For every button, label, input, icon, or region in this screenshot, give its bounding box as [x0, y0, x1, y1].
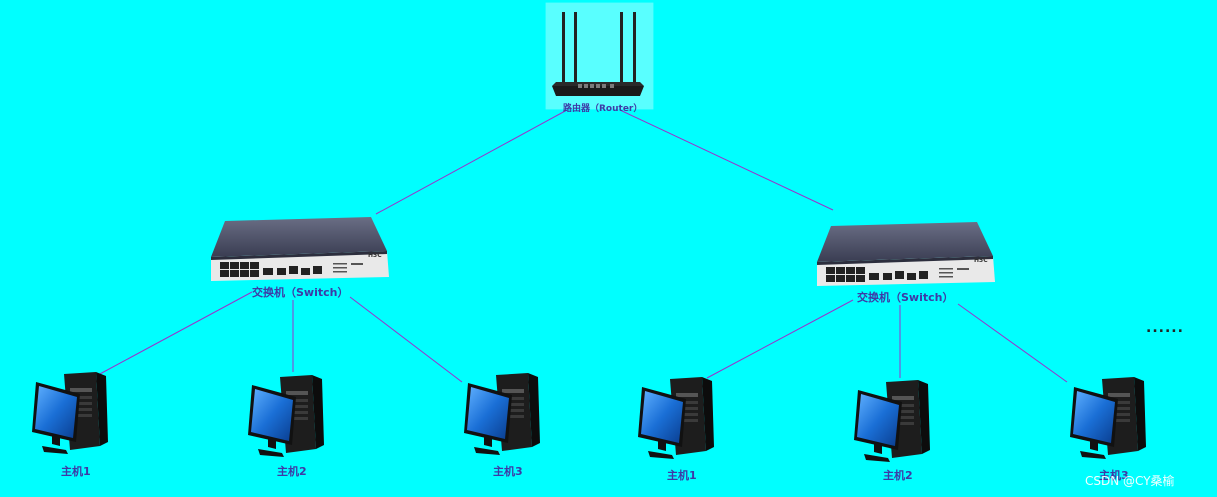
more-indicator: ......	[1146, 320, 1184, 336]
link-router-switch1	[375, 109, 568, 215]
link-switch1-host3	[349, 296, 463, 383]
host-2b-icon	[854, 380, 930, 462]
switch-2-icon	[817, 222, 995, 286]
switch-1-label: 交换机（Switch）	[252, 286, 349, 299]
host-3a-icon	[464, 373, 540, 455]
router-label: 路由器（Router）	[563, 104, 643, 114]
host-3a-label: 主机3	[493, 465, 523, 478]
network-links	[97, 109, 1068, 383]
switch-1-icon	[211, 217, 389, 281]
switch-2-label: 交换机（Switch）	[857, 291, 954, 304]
host-1a-label: 主机1	[61, 465, 91, 478]
host-3b-label: 主机3	[1099, 469, 1129, 482]
switch-1-brand: H3C	[368, 252, 382, 259]
link-switch2-host3	[957, 303, 1068, 383]
link-switch1-host1	[97, 291, 253, 376]
host-2b-label: 主机2	[883, 469, 913, 482]
router-icon	[552, 12, 644, 96]
host-1a-icon	[32, 372, 108, 454]
router-device	[545, 2, 654, 110]
host-1b-label: 主机1	[667, 469, 697, 482]
host-2a-label: 主机2	[277, 465, 307, 478]
host-2a-icon	[248, 375, 324, 457]
host-3b-icon	[1070, 377, 1146, 459]
host-1b-icon	[638, 377, 714, 459]
watermark: CSDN @CY桑榆	[1085, 474, 1175, 488]
link-router-switch2	[619, 109, 834, 211]
switch-2-brand: H3C	[974, 257, 988, 264]
link-switch2-host1	[706, 299, 854, 379]
